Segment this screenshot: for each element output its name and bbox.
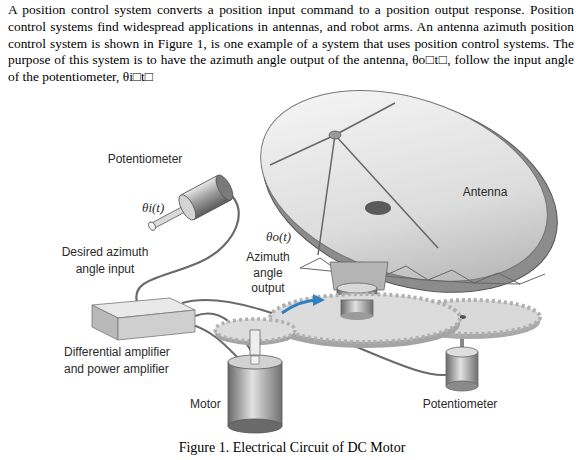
output-potentiometer-part [446,347,478,357]
part-label: Potentiometer [95,151,195,168]
large-gear [270,294,460,348]
part-label: Motor [190,396,240,413]
part-label: Differential amplifier and power amplifi… [64,344,189,378]
amplifier-box-part [118,310,195,340]
amplifier-box-part [92,305,118,340]
motor [215,319,295,433]
part-label: Azimuth angle output [238,250,298,297]
input-potentiometer [143,172,236,239]
input-potentiometer-part [147,221,157,232]
part-label: Desired azimuth angle input [60,244,150,278]
antenna-dish-part [335,103,395,135]
part-label: Potentiometer [410,396,510,413]
cable-wires-part [136,190,239,306]
large-gear-part [270,294,460,342]
motor-part [228,419,282,433]
motor-part [228,362,282,426]
figure-caption: Figure 1. Electrical Circuit of DC Motor [0,440,584,456]
antenna-dish-part [365,201,391,215]
rotation-arrow-part [282,300,320,313]
rotation-arrow [282,300,320,313]
motor-part [251,356,259,364]
motor-part [228,355,282,369]
input-potentiometer-part [175,192,199,222]
large-gear-part [341,312,373,320]
antenna-dish-part [236,57,572,316]
part-label: Antenna [440,184,530,201]
signal-name: θi(t) [142,199,182,216]
antenna-dish-part [318,135,335,255]
intro-paragraph: A position control system converts a pos… [8,2,574,86]
input-potentiometer-part [213,172,237,202]
output-potentiometer-part [446,381,478,391]
antenna-pedestal-part [337,283,377,293]
amplifier-box [92,298,195,340]
antenna-dish [236,57,583,328]
antenna-dish-part [335,135,438,248]
antenna-dish-part [270,135,335,165]
antenna-dish-part [329,131,341,139]
signal-name: θo(t) [266,228,306,245]
